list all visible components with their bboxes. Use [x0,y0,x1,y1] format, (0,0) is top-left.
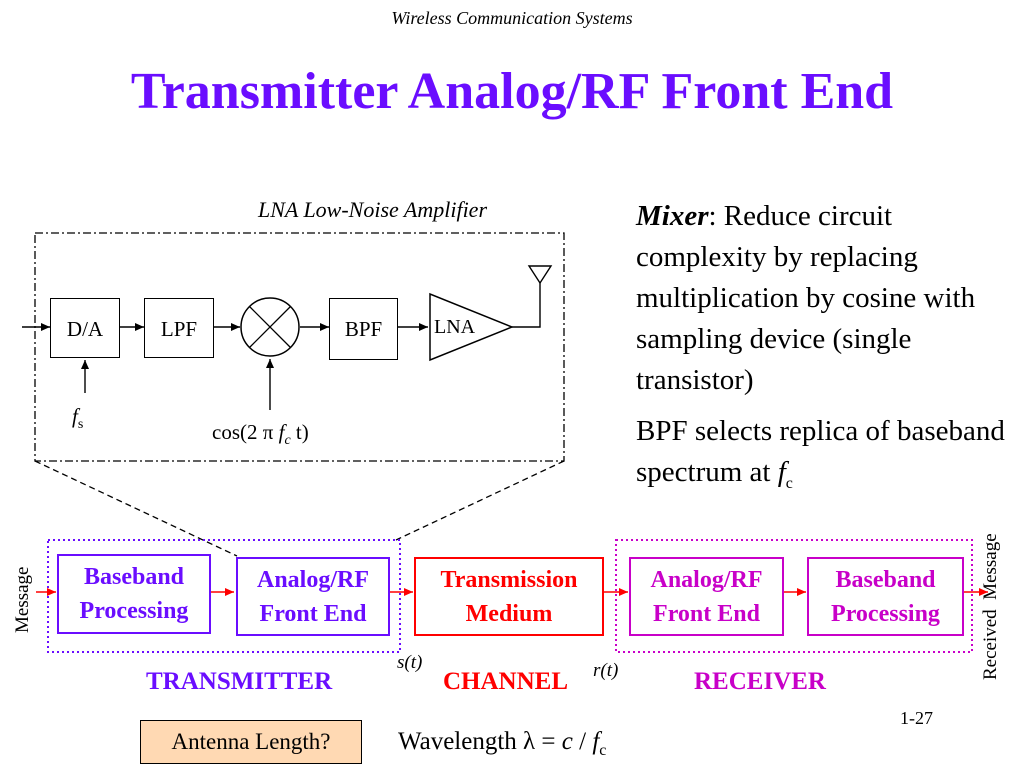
bpf-note: BPF selects replica of baseband spectrum… [636,415,1005,492]
rx-baseband-box: Baseband Processing [807,557,964,636]
carrier-label: cos(2 π fc t) [212,420,309,449]
tx-frontend-box: Analog/RF Front End [236,557,390,636]
sample-rate-label: fs [72,404,84,433]
wavelength-formula: Wavelength λ = c / fc [398,728,607,759]
r-signal-label: r(t) [593,660,619,681]
transmitter-label: TRANSMITTER [146,668,333,695]
slide-title: Transmitter Analog/RF Front End [130,63,894,120]
lpf-block: LPF [144,298,214,358]
s-signal-label: s(t) [397,652,423,673]
bpf-block: BPF [329,298,398,360]
antenna-feed [512,280,541,328]
transmission-medium-box: Transmission Medium [414,557,604,636]
da-block: D/A [50,298,120,358]
receiver-label: RECEIVER [694,668,826,695]
received-message-label: Received Message [980,533,1001,680]
antenna-icon [527,265,553,285]
notes-block: Mixer: Reduce circuit complexity by repl… [636,196,1006,504]
lna-label: LNA [434,316,476,338]
channel-label: CHANNEL [443,668,569,695]
receiver-group [615,539,973,653]
amplifier-icon [429,292,515,362]
course-header: Wireless Communication Systems [391,8,633,28]
mixer-note: Mixer: Reduce circuit complexity by repl… [636,200,976,396]
zoom-line-left [34,460,238,557]
zoom-line-right [395,460,565,541]
message-input-label: Message [12,566,33,633]
page-number: 1-27 [900,708,933,728]
antenna-length-box: Antenna Length? [140,720,362,764]
rx-frontend-box: Analog/RF Front End [629,557,784,636]
zoom-box [34,232,565,462]
transmitter-group [47,539,401,653]
tx-baseband-box: Baseband Processing [57,554,211,634]
lna-caption: LNA Low-Noise Amplifier [258,197,488,222]
mixer-icon [240,297,300,357]
